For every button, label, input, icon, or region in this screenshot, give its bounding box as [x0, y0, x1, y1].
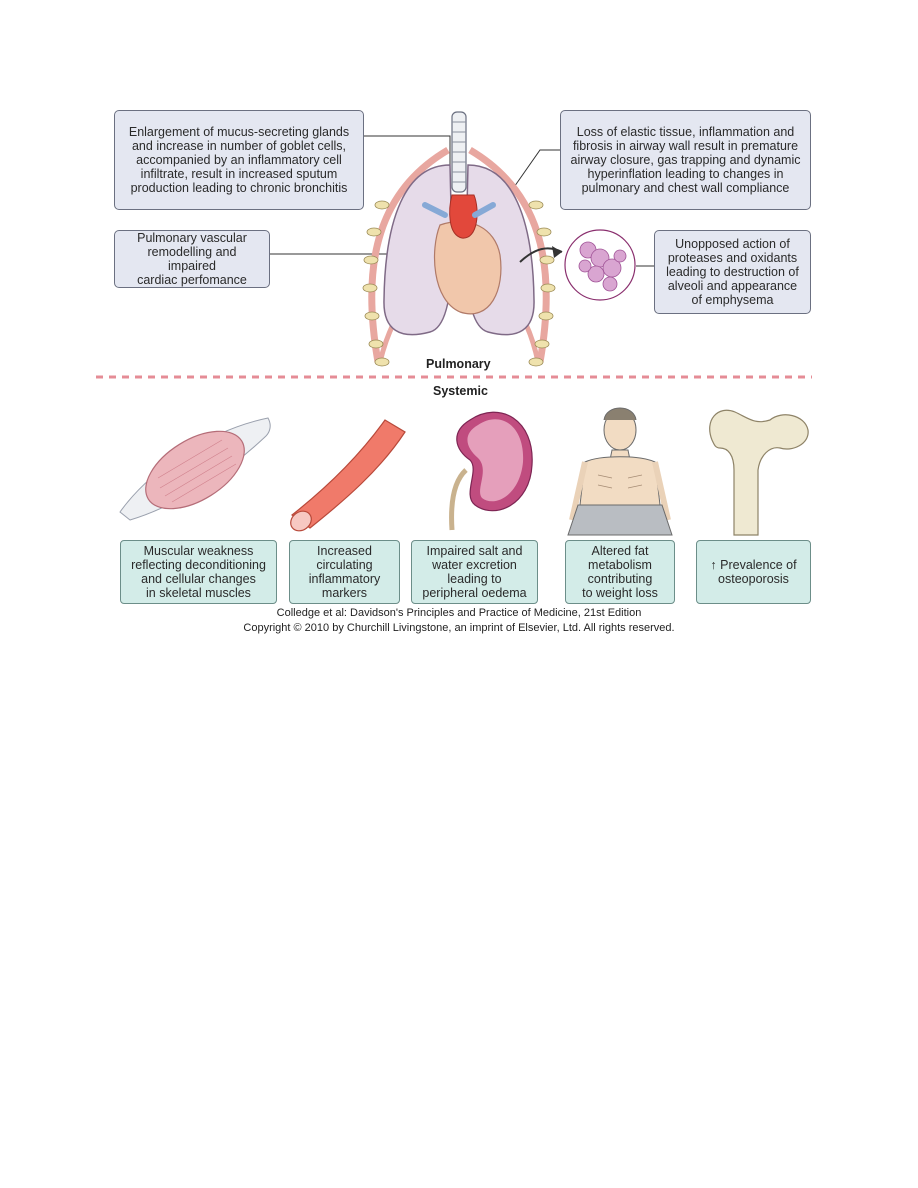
box-fat-metabolism: Altered fat metabolism contributing to w…	[565, 540, 675, 604]
box-proteases-emphysema: Unopposed action of proteases and oxidan…	[654, 230, 811, 314]
box-elastic-tissue-text: Loss of elastic tissue, inflammation and…	[570, 125, 801, 195]
box-proteases-emphysema-text: Unopposed action of proteases and oxidan…	[666, 237, 799, 307]
label-pulmonary: Pulmonary	[426, 357, 491, 371]
blood-vessel-drawing	[290, 419, 406, 532]
muscle-drawing	[119, 417, 271, 521]
heart	[422, 194, 502, 315]
box-pulmonary-vascular: Pulmonary vascular remodelling and impai…	[114, 230, 270, 288]
credit-line-2: Copyright © 2010 by Churchill Livingston…	[243, 622, 675, 634]
box-elastic-tissue: Loss of elastic tissue, inflammation and…	[560, 110, 811, 210]
label-systemic: Systemic	[433, 384, 488, 398]
thin-man-drawing	[567, 407, 673, 536]
box-inflammatory-markers: Increased circulating inflammatory marke…	[289, 540, 400, 604]
box-muscular-weakness: Muscular weakness reflecting decondition…	[120, 540, 277, 604]
trachea	[451, 111, 467, 193]
box-mucus-glands: Enlargement of mucus-secreting glands an…	[114, 110, 364, 210]
box-fat-metabolism-text: Altered fat metabolism contributing to w…	[582, 544, 658, 600]
box-muscular-weakness-text: Muscular weakness reflecting decondition…	[131, 544, 266, 600]
alveoli-magnified	[519, 229, 636, 301]
box-mucus-glands-text: Enlargement of mucus-secreting glands an…	[128, 125, 350, 195]
box-pulmonary-vascular-text: Pulmonary vascular remodelling and impai…	[137, 231, 247, 287]
copd-illustration	[96, 111, 812, 536]
femur-drawing	[709, 409, 809, 536]
kidney-drawing	[449, 411, 533, 531]
box-inflammatory-markers-text: Increased circulating inflammatory marke…	[308, 544, 381, 600]
box-osteoporosis: ↑ Prevalence of osteoporosis	[696, 540, 811, 604]
box-osteoporosis-text: ↑ Prevalence of osteoporosis	[710, 558, 797, 586]
box-salt-water-excretion-text: Impaired salt and water excretion leadin…	[422, 544, 527, 600]
box-salt-water-excretion: Impaired salt and water excretion leadin…	[411, 540, 538, 604]
credit-line-1: Colledge et al: Davidson's Principles an…	[276, 607, 642, 619]
